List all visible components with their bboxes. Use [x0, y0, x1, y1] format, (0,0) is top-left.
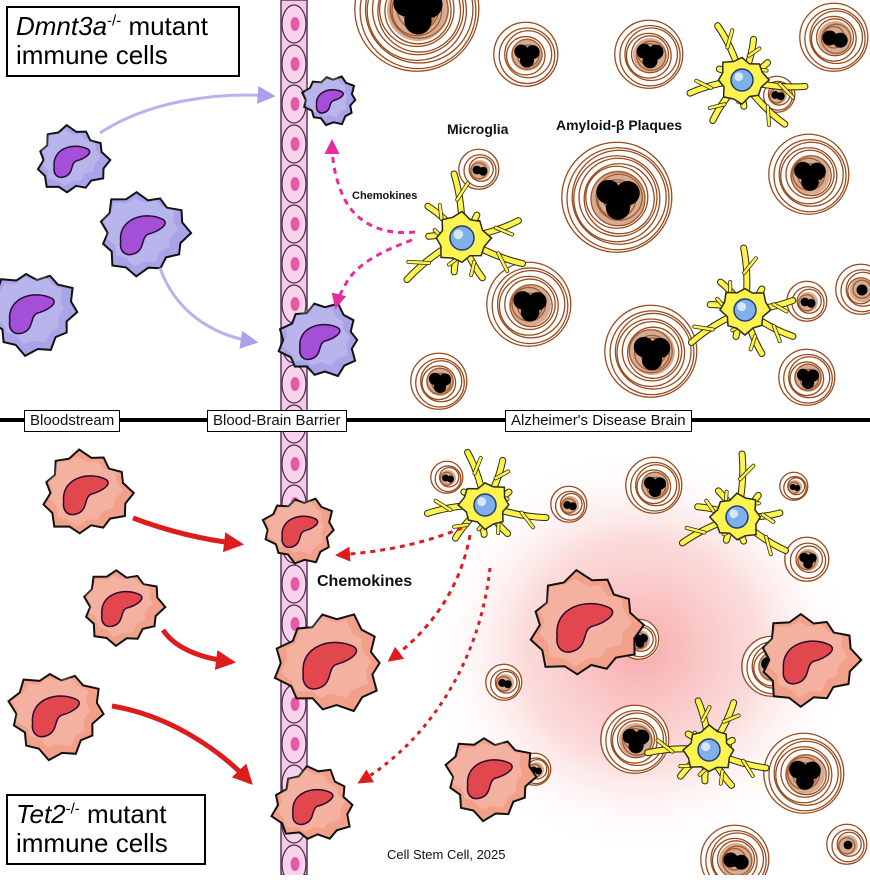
- amyloid-plaque: [779, 349, 836, 406]
- dmnt3a-immune-cell: [38, 125, 110, 192]
- tet2-immune-cell: [44, 450, 134, 534]
- tet2-immune-cell: [263, 499, 334, 564]
- top-title-rest: mutant: [121, 11, 208, 41]
- endothelial-nucleus: [291, 17, 300, 31]
- amyloid-plaque: [827, 824, 868, 865]
- amyloid-plaque: [494, 22, 559, 87]
- bottom-chemokines-label: Chemokines: [317, 573, 412, 591]
- endothelial-nucleus: [291, 577, 300, 591]
- amyloid-plaque: [459, 149, 500, 190]
- microglia-nucleus: [726, 506, 748, 528]
- amyloid-plaque: [605, 305, 698, 398]
- top-panel-title: Dmnt3a-/- mutant immune cells: [6, 6, 240, 77]
- dmnt3a-immune-cell: [302, 77, 355, 126]
- tet2-immune-cell: [9, 674, 104, 760]
- bottom-gene-superscript: -/-: [66, 800, 80, 817]
- endothelial-nucleus: [291, 377, 300, 391]
- bottom-title-rest: mutant: [80, 799, 167, 829]
- amyloid-plaque: [626, 457, 683, 514]
- top-title-line2: immune cells: [16, 40, 168, 70]
- bottom-panel-title: Tet2-/- mutant immune cells: [6, 794, 206, 865]
- bottom-gene-name: Tet2: [16, 799, 66, 829]
- microglia-nucleus: [474, 494, 496, 516]
- amyloid-plaque: [615, 20, 684, 89]
- top-gene-name: Dmnt3a: [16, 11, 107, 41]
- bottom-migration-arrow-3: [112, 706, 250, 782]
- top-gene-superscript: -/-: [107, 12, 121, 29]
- endothelial-nucleus: [291, 97, 300, 111]
- microglia-cell: [691, 248, 793, 354]
- endothelial-nucleus: [291, 737, 300, 751]
- amyloid-plaque: [836, 264, 870, 315]
- microglia-cell: [407, 174, 523, 280]
- blood-brain-barrier-label: Blood-Brain Barrier: [207, 410, 347, 432]
- endothelial-nucleus: [291, 137, 300, 151]
- top-chemokine-arrow-2: [336, 240, 412, 306]
- citation: Cell Stem Cell, 2025: [387, 847, 506, 862]
- amyloid-plaque: [487, 262, 572, 347]
- amyloid-plaque: [486, 664, 523, 701]
- tet2-immune-cell: [84, 570, 165, 646]
- endothelial-nucleus: [291, 857, 300, 871]
- amyloid-plaque: [785, 537, 830, 582]
- amyloid-plaque: [411, 353, 468, 410]
- microglia-nucleus: [734, 299, 756, 321]
- top-migration-arrow-1: [100, 95, 272, 133]
- bottom-title-line2: immune cells: [16, 828, 168, 858]
- bottom-migration-arrow-2: [163, 630, 232, 662]
- endothelial-nucleus: [291, 257, 300, 271]
- amyloid-plaque: [551, 486, 588, 523]
- top-migration-arrow-2: [160, 268, 255, 342]
- bottom-chemokine-arrow-1: [338, 528, 462, 555]
- blood-brain-barrier: [281, 0, 307, 875]
- microglia-nucleus: [450, 226, 474, 250]
- amyloid-plaque: [355, 0, 480, 72]
- amyloid-plaque: [562, 142, 673, 253]
- top-chemokines-label: Chemokines: [352, 190, 417, 202]
- endothelial-nucleus: [291, 217, 300, 231]
- amyloid-plaque: [780, 472, 809, 501]
- endothelial-nucleus: [291, 457, 300, 471]
- ad-brain-label: Alzheimer's Disease Brain: [505, 410, 692, 432]
- microglia-nucleus: [698, 739, 720, 761]
- bottom-migration-arrow-1: [133, 518, 240, 544]
- top-chemokine-arrow-1: [332, 142, 415, 233]
- amyloid-plaque: [800, 3, 869, 72]
- endothelial-nucleus: [291, 57, 300, 71]
- endothelial-nucleus: [291, 297, 300, 311]
- microglia-nucleus: [731, 69, 753, 91]
- plaques-label: Amyloid-β Plaques: [556, 117, 682, 133]
- amyloid-plaque: [764, 733, 845, 814]
- amyloid-plaque: [431, 461, 464, 494]
- dmnt3a-immune-cell: [0, 274, 77, 356]
- amyloid-plaque: [769, 134, 850, 215]
- endothelial-nucleus: [291, 177, 300, 191]
- bloodstream-label: Bloodstream: [24, 410, 120, 432]
- microglia-label: Microglia: [447, 121, 508, 137]
- dmnt3a-immune-cell: [101, 192, 191, 276]
